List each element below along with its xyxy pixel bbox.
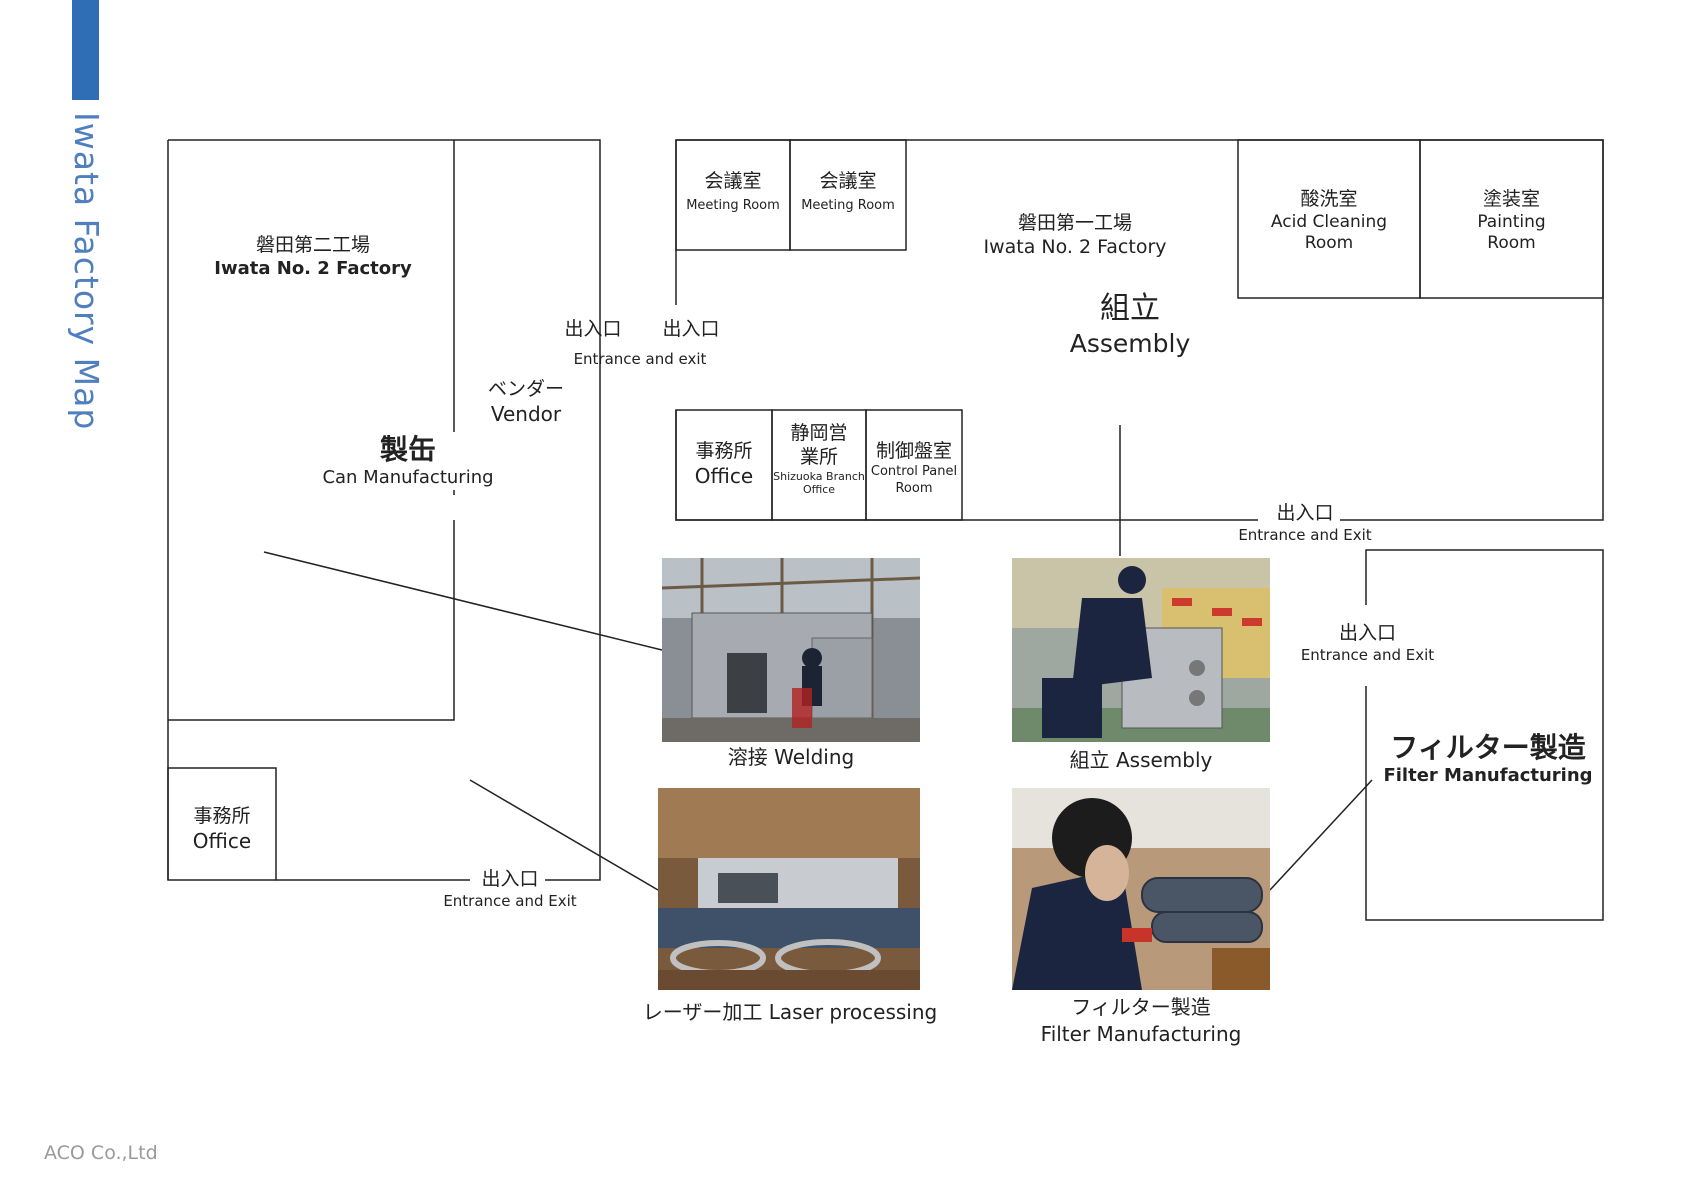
assembly-photo (1012, 558, 1270, 742)
entrance-label-2: 出入口 (662, 318, 720, 340)
can-manufacturing-label: 製缶 Can Manufacturing (318, 432, 498, 490)
filter-building-outline (1365, 549, 1604, 921)
filter-photo (1012, 788, 1270, 990)
branch-office-label: 静岡営業所 Shizuoka Branch Office (773, 422, 865, 496)
vendor-label: ベンダー Vendor (487, 378, 564, 426)
right-office-label: 事務所 Office (694, 440, 754, 488)
meeting-room-2: 会議室 Meeting Room (801, 170, 895, 213)
left-building-outline (168, 139, 601, 881)
left-office-box (167, 767, 277, 881)
left-office-label: 事務所 Office (192, 805, 252, 853)
assembly-area-label: 組立 Assembly (1069, 291, 1191, 358)
right-building-outline (676, 139, 1604, 521)
laser-photo (658, 788, 920, 990)
company-name: ACO Co.,Ltd (44, 1142, 158, 1164)
left-building-name: 磐田第二工場 Iwata No. 2 Factory (214, 234, 412, 279)
entrance-exit-en: Entrance and exit (573, 350, 707, 368)
right-entrance-label: 出入口 Entrance and Exit (1238, 502, 1372, 544)
laser-caption: レーザー加工 Laser processing (642, 1000, 938, 1024)
control-panel-room-label: 制御盤室 Control Panel Room (870, 440, 958, 496)
right-building-name: 磐田第一工場 Iwata No. 2 Factory (983, 212, 1167, 258)
left-entrance-label: 出入口 Entrance and Exit (443, 868, 577, 910)
entrance-label-1: 出入口 (564, 318, 622, 340)
welding-caption: 溶接 Welding (727, 745, 855, 769)
meeting-room-1: 会議室 Meeting Room (686, 170, 780, 213)
painting-room: 塗装室 Painting Room (1477, 188, 1546, 253)
filter-caption: フィルター製造 Filter Manufacturing (1040, 995, 1242, 1046)
acid-cleaning-room: 酸洗室 Acid Cleaning Room (1270, 188, 1388, 253)
assembly-caption: 組立 Assembly (1069, 748, 1213, 772)
accent-bar (72, 0, 99, 100)
filter-manufacturing-label: フィルター製造 Filter Manufacturing (1378, 730, 1598, 788)
welding-photo (662, 558, 920, 742)
filter-entrance-label: 出入口 Entrance and Exit (1285, 622, 1450, 665)
